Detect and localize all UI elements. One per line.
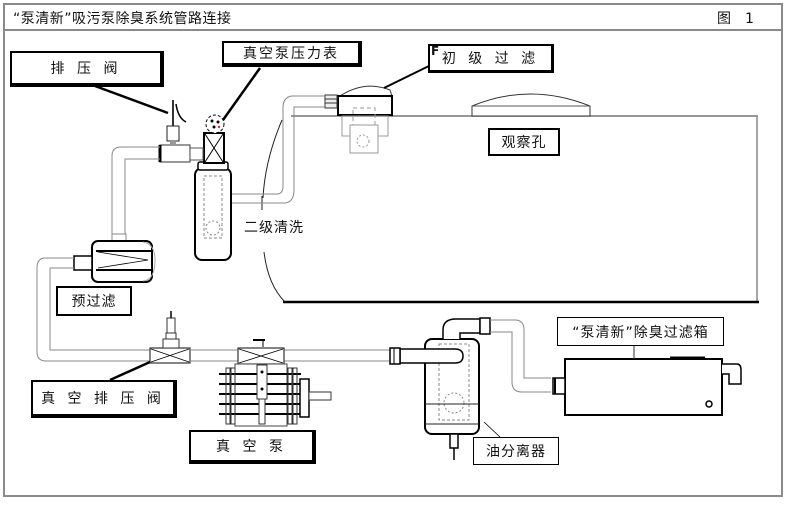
- label-inspection-hole: 观察孔: [488, 128, 560, 156]
- vacuum-pump-unit: [219, 339, 332, 427]
- pressure-relief-valve-unit: [158, 100, 204, 163]
- label-vacuum-pump: 真 空 泵: [189, 430, 316, 464]
- primary-filter-unit: [324, 85, 393, 154]
- inspection-hole-dome: [471, 93, 591, 117]
- oil-separator-unit: [389, 317, 491, 460]
- label-pressure-relief-valve: 排 压 阀: [10, 51, 164, 87]
- label-vacuum-relief-valve: 真 空 排 压 阀: [31, 380, 177, 418]
- gauge-valve: [203, 114, 225, 164]
- figure-number-value: 1: [745, 11, 754, 27]
- figure-label: 图: [717, 11, 731, 27]
- diagram-title: “泵清新”吸污泵除臭系统管路连接: [13, 11, 232, 27]
- label-vacuum-pump-gauge: 真空泵压力表: [222, 41, 362, 67]
- label-secondary-wash: 二级清洗: [244, 220, 304, 236]
- pre-filter-unit: [73, 233, 156, 283]
- pipe-left-lower: [36, 257, 150, 362]
- deodorizing-filter-box-unit: [552, 346, 742, 416]
- pipe-to-filter-box: [490, 319, 551, 393]
- secondary-wash-canister: [194, 161, 232, 261]
- label-oil-separator: 油分离器: [473, 437, 559, 465]
- vacuum-relief-valve-unit: [149, 311, 191, 364]
- pipe-upper-right: [232, 95, 325, 204]
- label-pre-filter: 预过滤: [56, 286, 132, 316]
- pipe-main: [190, 349, 390, 362]
- pipe-left-upper: [111, 146, 160, 240]
- label-deodorizing-filter-box: “泵清新”除臭过滤箱: [557, 317, 724, 346]
- primary-filter-marker: F: [431, 44, 440, 58]
- leader-lines: [94, 63, 501, 438]
- primary-filter-text: 初 级 过 滤: [441, 51, 540, 67]
